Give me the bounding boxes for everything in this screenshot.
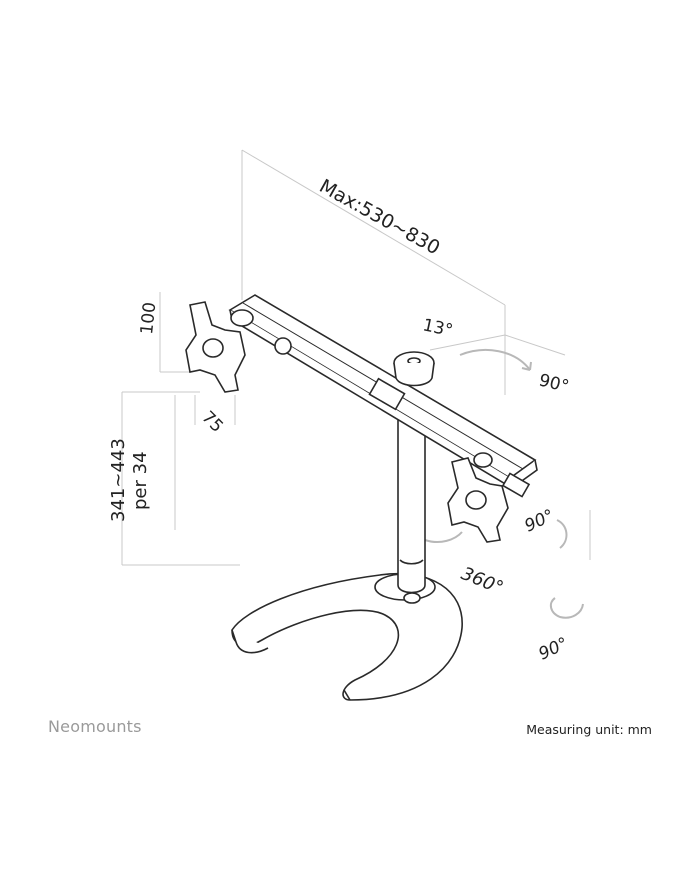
dimension-lines: [121, 149, 591, 566]
brand-logo: Neomounts: [48, 717, 142, 736]
height-step-label: per 34: [130, 451, 151, 510]
vesa-plate-left: [185, 301, 292, 393]
swivel-angle-label: 360°: [458, 563, 506, 599]
tilt-angle-label: 13°: [421, 315, 455, 341]
max-width-label: Max:530~830: [316, 175, 444, 259]
vesa-height-label: 100: [137, 301, 160, 335]
crossbar-arm: [228, 294, 538, 490]
vesa-width-label: 75: [197, 407, 226, 436]
height-range-label: 341~443: [108, 438, 129, 522]
stand-base: [231, 573, 463, 701]
rotation-angle-top-label: 90°: [537, 370, 571, 397]
stand-pole: [397, 420, 426, 604]
measuring-unit-note: Measuring unit: mm: [526, 722, 652, 737]
vesa-plate-right: [447, 452, 531, 543]
rotation-angle-bottom-label: 90°: [536, 634, 572, 665]
pivot-angle-label: 90°: [522, 506, 558, 537]
